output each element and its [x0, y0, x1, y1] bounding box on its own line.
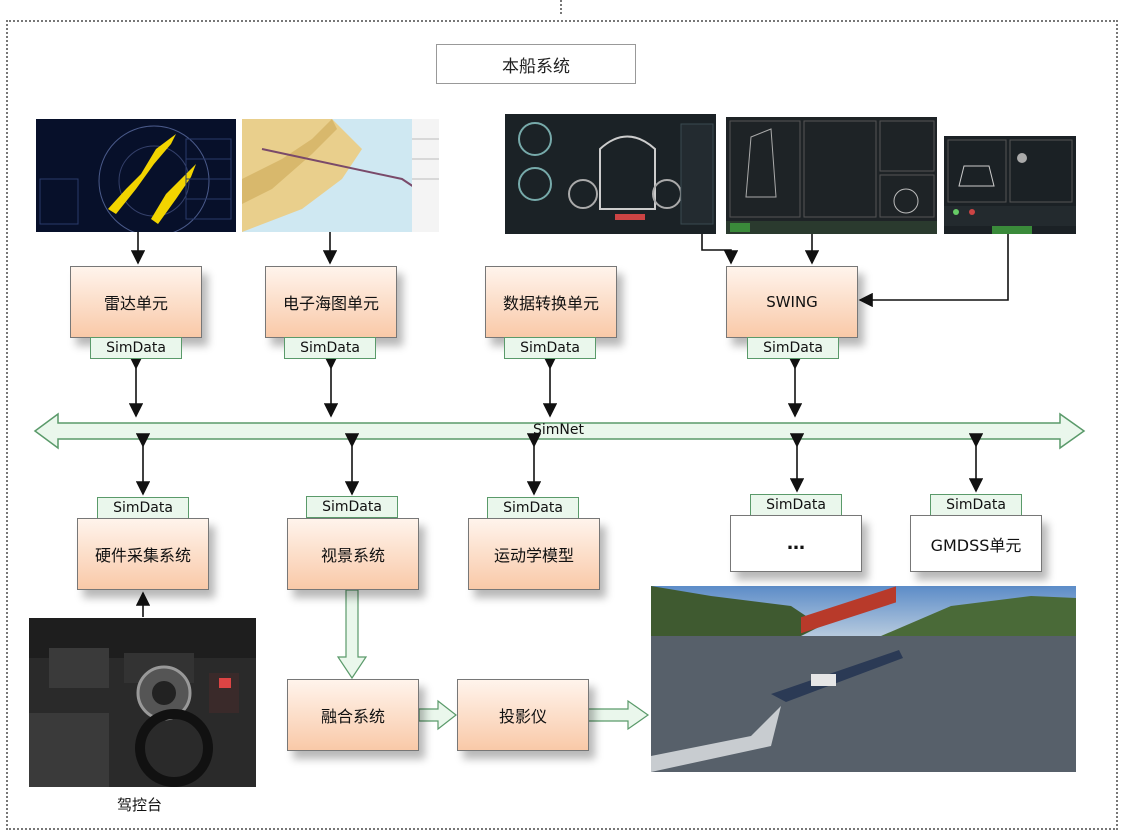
simdata-kinematics: SimData	[487, 497, 579, 519]
simdata-swing: SimData	[747, 337, 839, 359]
top-connector	[560, 0, 563, 14]
projector-unit: 投影仪	[457, 679, 589, 751]
gmdss-unit: GMDSS单元	[910, 515, 1042, 572]
kinematics-model-unit: 运动学模型	[468, 518, 600, 590]
simdata-ecdis: SimData	[284, 337, 376, 359]
swing-control-panel-image	[726, 117, 937, 234]
bridge-console-photo	[29, 618, 256, 787]
simdata-gmdss: SimData	[930, 494, 1022, 516]
simdata-hardware: SimData	[97, 497, 189, 519]
projector-to-scene-arrow	[587, 699, 650, 731]
ecdis-chart-image	[242, 119, 439, 232]
ecdis-unit: 电子海图单元	[265, 266, 397, 338]
simdata-data-conversion: SimData	[504, 337, 596, 359]
simdata-more: SimData	[750, 494, 842, 516]
data-conversion-dashboard-image	[505, 114, 716, 234]
simdata-radar: SimData	[90, 337, 182, 359]
radar-unit: 雷达单元	[70, 266, 202, 338]
visual-to-fusion-arrow	[336, 589, 368, 680]
fusion-system-unit: 融合系统	[287, 679, 419, 751]
swing-unit: SWING	[726, 266, 858, 338]
own-ship-system-title: 本船系统	[436, 44, 636, 84]
console-caption: 驾控台	[117, 796, 163, 814]
data-conversion-unit: 数据转换单元	[485, 266, 617, 338]
hardware-acquisition-unit: 硬件采集系统	[77, 518, 209, 590]
simnet-label: SimNet	[533, 422, 584, 438]
fusion-to-projector-arrow	[418, 699, 457, 731]
radar-screen-image	[36, 119, 236, 232]
more-units-placeholder: …	[730, 515, 862, 572]
alarm-panel-image	[944, 136, 1076, 234]
river-scene-render	[651, 586, 1076, 772]
system-boundary	[6, 20, 1118, 830]
visual-system-unit: 视景系统	[287, 518, 419, 590]
simdata-visual: SimData	[306, 496, 398, 518]
simnet-bus	[33, 412, 1086, 450]
